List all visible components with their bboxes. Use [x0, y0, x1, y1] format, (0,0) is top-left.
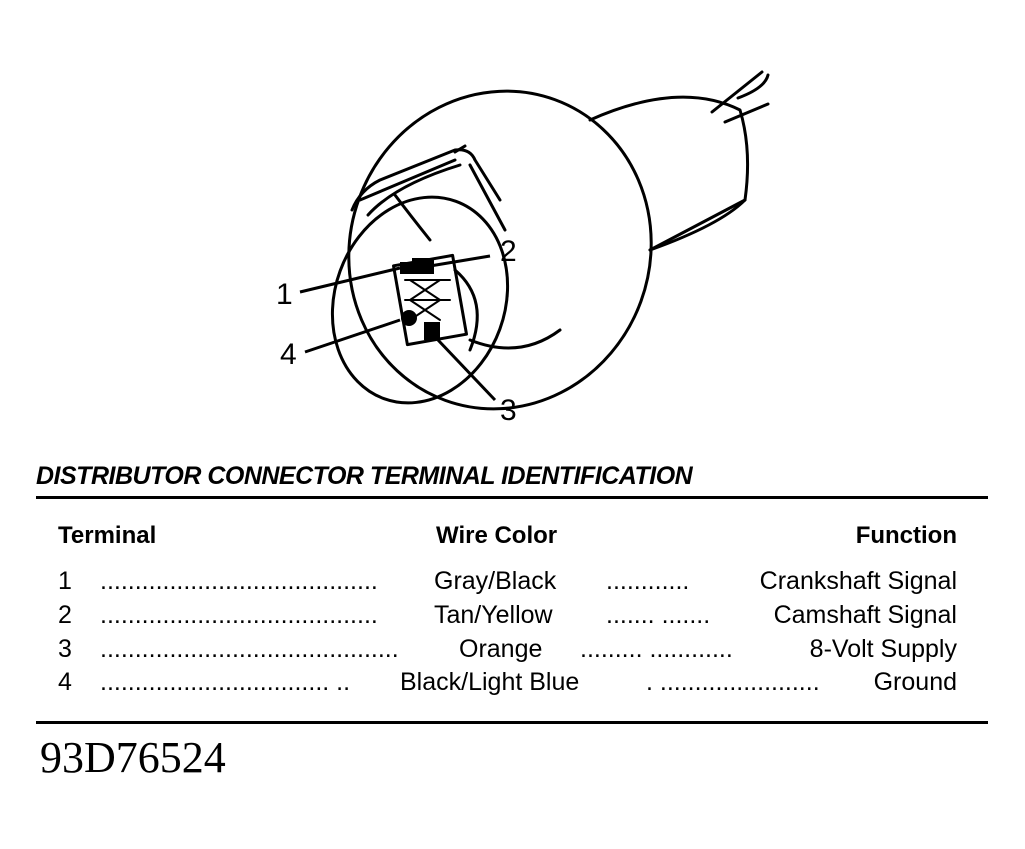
- table-title: DISTRIBUTOR CONNECTOR TERMINAL IDENTIFIC…: [36, 462, 693, 490]
- leader-dots: ........................................…: [100, 635, 399, 663]
- figure-id: 93D76524: [40, 733, 226, 782]
- wire-color: Tan/Yellow: [434, 601, 553, 629]
- header-wire-color: Wire Color: [436, 522, 558, 549]
- terminal-function: Crankshaft Signal: [759, 567, 957, 595]
- table-row: 1 ......................................…: [0, 567, 1025, 599]
- terminal-2-pin: [412, 258, 434, 274]
- terminal-1-pin: [400, 262, 412, 274]
- header-terminal: Terminal: [58, 522, 157, 549]
- wire-color: Orange: [459, 635, 543, 663]
- header-function: Function: [855, 522, 957, 549]
- leader-dots: ................................. ..: [100, 668, 351, 696]
- leader-dots: ......... ............: [580, 635, 733, 663]
- leader-dots: ....... .......: [606, 601, 711, 629]
- leader-line-3: [436, 338, 497, 402]
- terminal-3-pin: [424, 322, 440, 340]
- wire-color: Black/Light Blue: [400, 668, 580, 696]
- bottom-divider: [36, 721, 988, 724]
- leader-line-2: [429, 254, 491, 268]
- table-row: 2 ......................................…: [0, 601, 1025, 633]
- table-row: 4 ................................. .. B…: [0, 668, 1025, 700]
- table-row: 3 ......................................…: [0, 635, 1025, 667]
- terminal-function: Ground: [873, 668, 957, 696]
- terminal-function: Camshaft Signal: [773, 601, 957, 629]
- terminal-number: 1: [58, 567, 72, 595]
- connector-face: [330, 195, 510, 405]
- terminal-number: 3: [58, 635, 72, 663]
- leader-dots: ........................................: [100, 567, 378, 595]
- terminal-number: 4: [58, 668, 72, 696]
- callout-3: 3: [500, 394, 517, 427]
- leader-dots: . .......................: [646, 668, 820, 696]
- cable: [710, 70, 770, 124]
- connector-body-rear: [588, 95, 750, 252]
- connector-latch: [350, 148, 502, 242]
- leader-line-4: [304, 318, 401, 354]
- connector-illustration: [299, 70, 770, 411]
- callout-1: 1: [276, 278, 293, 311]
- terminal-function: 8-Volt Supply: [809, 635, 957, 663]
- wire-color: Gray/Black: [434, 567, 557, 595]
- callout-4: 4: [280, 338, 297, 371]
- terminal-number: 2: [58, 601, 72, 629]
- leader-dots: ............: [606, 567, 690, 595]
- callout-2: 2: [500, 235, 517, 268]
- leader-dots: ........................................: [100, 601, 378, 629]
- leader-line-1: [299, 266, 401, 294]
- terminal-4-pin: [401, 310, 417, 326]
- top-divider: [36, 496, 988, 499]
